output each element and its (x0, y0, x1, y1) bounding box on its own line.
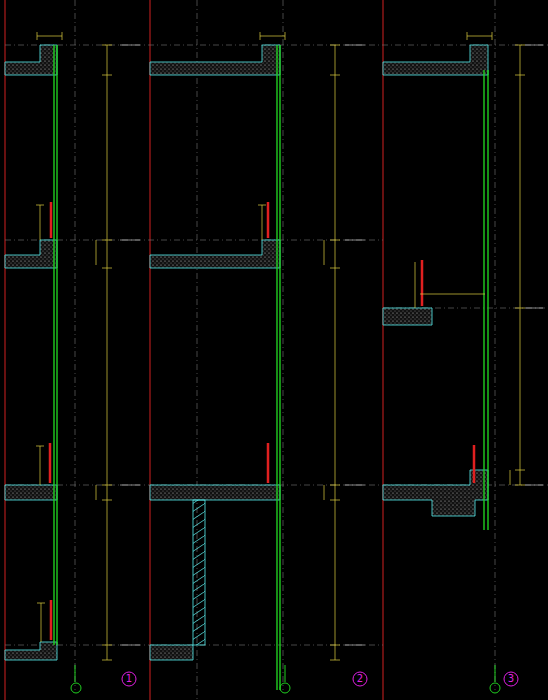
section-number: 2 (357, 674, 363, 684)
section-number: 3 (508, 674, 514, 684)
section-number: 1 (126, 674, 132, 684)
section-bubble: 2 (352, 671, 368, 687)
section-bubble: 3 (503, 671, 519, 687)
section-bubble: 1 (121, 671, 137, 687)
